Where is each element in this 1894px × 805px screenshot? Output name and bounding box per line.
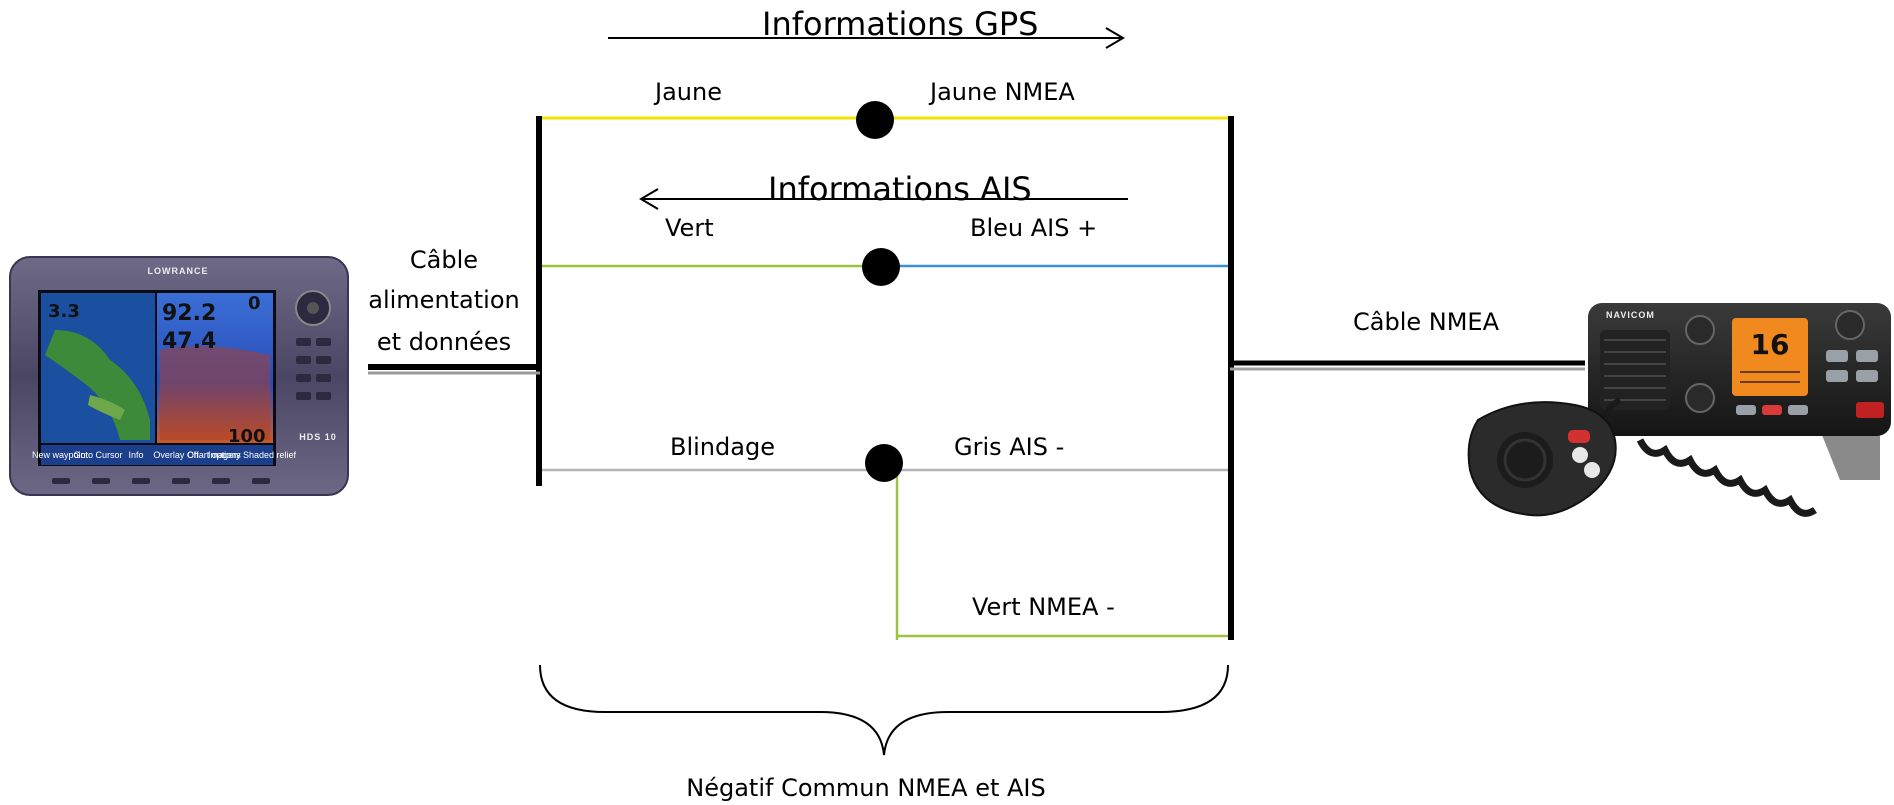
plotter-softkey-5: Chart options	[187, 450, 241, 460]
ais-arrow-label: Informations AIS	[768, 170, 1032, 208]
brace-label: Négatif Commun NMEA et AIS	[686, 774, 1045, 802]
plotter-softkey-6: Imagery Shaded relief	[208, 450, 297, 460]
label-vert-nmea: Vert NMEA -	[972, 593, 1115, 621]
plotter-value-1: 3.3	[48, 301, 80, 322]
ais-arrow	[639, 188, 1128, 210]
plotter-value-2: 92.2	[162, 301, 216, 326]
common-negative-brace	[539, 664, 1229, 756]
vhf-brand: NAVICOM	[1606, 310, 1655, 320]
vhf-volume-knob-icon	[1685, 315, 1715, 345]
chartplotter-device: LOWRANCE 3.3 92.2 47.4 0 100 New waypoin…	[9, 256, 349, 496]
vhf-channel-knob-icon	[1835, 310, 1865, 340]
plotter-softkey-4: Overlay Off	[153, 450, 199, 460]
plotter-value-4: 0	[248, 293, 261, 314]
gps-arrow-label: Informations GPS	[762, 5, 1038, 43]
plotter-brand: LOWRANCE	[148, 266, 209, 276]
label-jaune-nmea: Jaune NMEA	[928, 78, 1075, 106]
plotter-softkey-2: Goto Cursor	[73, 450, 122, 460]
vhf-squelch-knob-icon	[1685, 383, 1715, 413]
plotter-value-3: 47.4	[162, 329, 216, 354]
vhf-channel: 16	[1751, 328, 1790, 361]
junction-shield	[865, 444, 903, 482]
plotter-model: HDS 10	[299, 432, 337, 442]
junction-green-blue	[862, 248, 900, 286]
label-blindage: Blindage	[670, 433, 775, 461]
label-cable-line3: et données	[377, 328, 511, 356]
label-jaune: Jaune	[653, 78, 722, 106]
vhf-radio-device: NAVICOM 16	[1467, 303, 1891, 517]
label-cable-nmea: Câble NMEA	[1353, 308, 1500, 336]
label-vert: Vert	[665, 214, 714, 242]
plotter-softkey-1: New waypoint	[32, 450, 89, 460]
plotter-softkey-3: Info	[128, 450, 143, 460]
label-bleu-ais: Bleu AIS +	[970, 214, 1097, 242]
label-cable-line2: alimentation	[368, 286, 520, 314]
plotter-value-5: 100	[228, 426, 266, 447]
label-cable-line1: Câble	[410, 246, 478, 274]
gps-arrow	[608, 27, 1125, 49]
junction-yellow	[856, 101, 894, 139]
label-gris-ais: Gris AIS -	[954, 433, 1064, 461]
